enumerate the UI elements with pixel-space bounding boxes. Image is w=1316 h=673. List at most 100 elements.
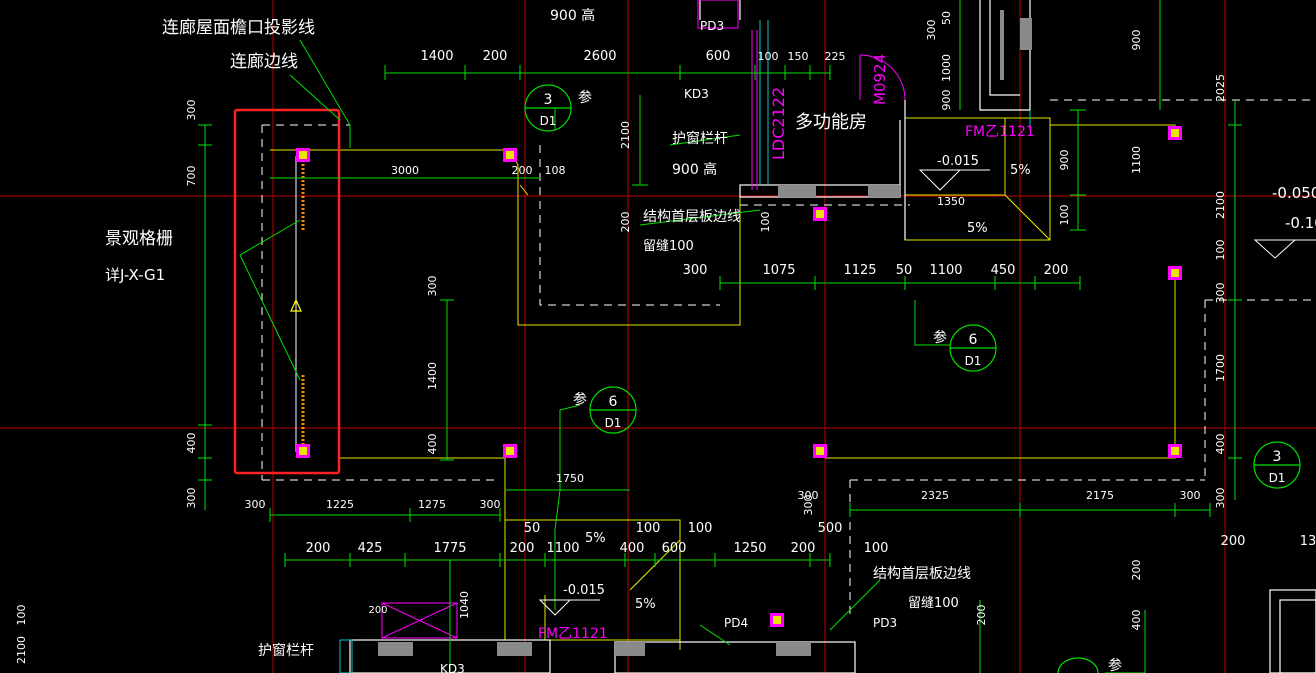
label-multi-room: 多功能房 [795, 112, 867, 133]
column-markers [296, 126, 1182, 627]
detail-ref-circles [524, 84, 1301, 673]
label-ref-1: 参 [578, 89, 592, 106]
dim-b2-8: 1250 [733, 541, 766, 556]
dim-misc-1750: 1750 [556, 472, 584, 485]
dim-v-300b: 300 [1214, 488, 1227, 509]
tag-kd3-bottom: KD3 [440, 662, 465, 673]
elevation-1: -0.015 [937, 154, 979, 169]
detail-ref-4-sheet: D1 [1269, 471, 1286, 485]
tag-m0924: M0924 [871, 54, 889, 105]
dim-b1-1: 300 [245, 498, 266, 511]
dim-mv-2: 1400 [426, 362, 439, 390]
dim-v-400b: 400 [1130, 610, 1143, 631]
detail-ref-2-num: 6 [969, 332, 978, 348]
dim-top-7: 225 [825, 50, 846, 63]
dim-v-900c: 50 [940, 11, 953, 25]
detail-ref-2-sheet: D1 [965, 354, 982, 368]
dim-misc-100a: 100 [636, 521, 661, 536]
label-height-900-top: 900 高 [550, 7, 595, 24]
dim-mid-7: 200 [1044, 263, 1069, 278]
slope-2: 5% [967, 221, 988, 236]
dim-mv-1: 300 [426, 276, 439, 297]
dim-v-900: 900 [1058, 150, 1071, 171]
dim-b1-3: 1275 [418, 498, 446, 511]
detail-ref-3-sheet: D1 [605, 416, 622, 430]
dim-v-100a: 100 [759, 212, 772, 233]
dim-b2-2: 425 [358, 541, 383, 556]
label-struct-edge-1: 结构首层板边线 [643, 209, 741, 225]
dim-v-200d: 2100 [15, 636, 28, 664]
dim-b2-3: 1775 [433, 541, 466, 556]
dim-top-5: 100 [758, 50, 779, 63]
dim-mid-4: 50 [896, 263, 913, 278]
yellow-outlines [270, 117, 1176, 650]
elevation-2: -0.015 [563, 583, 605, 598]
dim-misc-1350: 1350 [937, 195, 965, 208]
dim-misc-200r: 200 [1221, 534, 1246, 549]
dim-v-2100c: 100 [1214, 240, 1227, 261]
magenta-elements [381, 0, 906, 639]
white-walls [349, 0, 1316, 673]
label-gap-2: 留缝100 [908, 596, 959, 611]
tag-fm1121-top: FM乙1121 [965, 124, 1035, 140]
dim-v-200c: 200 [975, 605, 988, 626]
dim-v-1000: 1040 [458, 591, 471, 619]
elevation-4: -0.10 [1285, 214, 1316, 232]
dim-v-300c: 300 [802, 495, 815, 516]
dim-b2-7: 600 [662, 541, 687, 556]
label-window-rail-2: 护窗栏杆 [258, 642, 314, 659]
tag-labels: PD3 KD3 LDC2122 M0924 FM乙1121 FM乙1121 PD… [440, 19, 1035, 673]
dim-b2-10: 100 [864, 541, 889, 556]
dim-mid-6: 450 [991, 263, 1016, 278]
label-grille-detail: 详J-X-G1 [105, 266, 165, 284]
dim-b1-2: 1225 [326, 498, 354, 511]
dim-r-1: 300 [798, 489, 819, 502]
dim-b2-9: 200 [791, 541, 816, 556]
elevation-markers [538, 169, 1316, 616]
dim-misc-50: 50 [524, 521, 541, 536]
dim-v-50: 300 [925, 20, 938, 41]
dashed-projection-lines [261, 99, 1316, 620]
tag-fm1121-bottom: FM乙1121 [538, 626, 608, 642]
label-height-900: 900 高 [672, 161, 717, 178]
slope-text: 5% 5% 5% 5% [585, 163, 1031, 612]
label-ref-3: 参 [573, 391, 587, 408]
dim-top-3: 2600 [583, 49, 616, 64]
detail-ref-1-num: 3 [544, 92, 553, 108]
elevation-text: -0.015 -0.015 -0.050 -0.10 [563, 154, 1316, 598]
dim-lv-4: 300 [185, 488, 198, 509]
dim-v-100b: 100 [1058, 205, 1071, 226]
dim-v-1100: 1100 [1130, 146, 1143, 174]
landscape-grille [290, 156, 305, 452]
detail-ref-1-sheet: D1 [540, 114, 557, 128]
tag-pd3-top: PD3 [700, 19, 724, 33]
dim-misc-13: 13 [1300, 534, 1316, 549]
tag-pd3-bottom: PD3 [873, 616, 897, 630]
elevation-3: -0.050 [1272, 184, 1316, 202]
label-ref-2: 参 [933, 329, 947, 346]
highlight-selection-box[interactable] [233, 108, 341, 475]
tag-pd4: PD4 [724, 616, 748, 630]
dim-mid-2: 1075 [762, 263, 795, 278]
dim-b2-5: 1100 [546, 541, 579, 556]
dim-lv-2: 700 [185, 166, 198, 187]
cyan-elements [339, 20, 1031, 673]
dim-misc-500: 500 [818, 521, 843, 536]
dim-v-200a: 200 [619, 212, 632, 233]
dim-top-6: 150 [788, 50, 809, 63]
dim-v-2100b: 2100 [1214, 191, 1227, 219]
structural-columns [378, 10, 1032, 656]
label-ref-4: 参 [1108, 657, 1122, 673]
dimension-text-vertical: 300 700 400 300 300 1400 400 2100 200 10… [15, 11, 1227, 664]
label-corridor-edge: 连廊边线 [230, 52, 298, 72]
dim-top-1: 1400 [420, 49, 453, 64]
dimension-lines [198, 0, 1242, 673]
detail-ref-3-num: 6 [609, 394, 618, 410]
tag-ldc2122: LDC2122 [769, 87, 788, 160]
dim-v-900b: 1000 [940, 54, 953, 82]
dim-mid-1: 300 [683, 263, 708, 278]
dim-v-300a: 300 [1214, 283, 1227, 304]
dim-mid-5: 1100 [929, 263, 962, 278]
dim-v-1700: 1700 [1214, 354, 1227, 382]
